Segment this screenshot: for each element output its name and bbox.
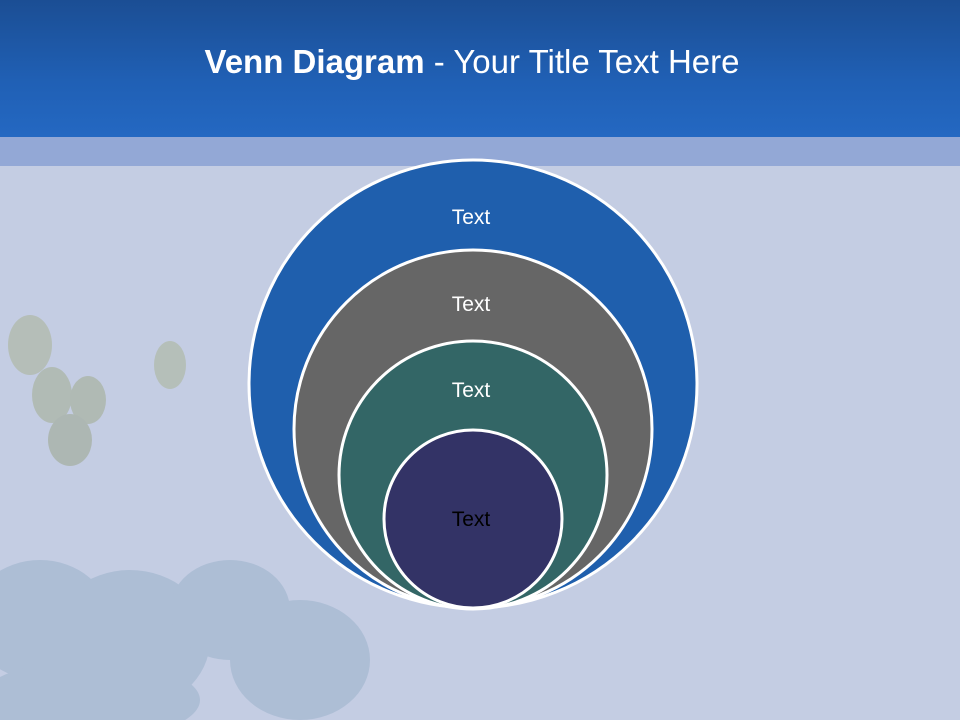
underwater-background-image: [0, 315, 370, 720]
second-circle-label: Text: [452, 293, 491, 316]
fish-shape: [154, 341, 186, 389]
outer-circle-label: Text: [452, 206, 491, 229]
coral-shape: [0, 660, 200, 720]
coral-shape: [170, 560, 290, 660]
coral-shape: [230, 600, 370, 720]
inner-circle-label: Text: [452, 508, 491, 531]
fish-shape: [70, 376, 106, 424]
fish-shape: [48, 414, 92, 466]
third-circle-label: Text: [452, 379, 491, 402]
title-rest-part: - Your Title Text Here: [424, 43, 740, 80]
title-bold-part: Venn Diagram: [204, 43, 425, 80]
slide-title: Venn Diagram - Your Title Text Here: [0, 38, 944, 86]
coral-shape: [0, 560, 110, 680]
title-bar: [0, 0, 960, 137]
coral-shape: [50, 570, 210, 710]
fish-shape: [32, 367, 72, 423]
fish-shape: [8, 315, 52, 375]
inner-circle[interactable]: [382, 428, 564, 610]
